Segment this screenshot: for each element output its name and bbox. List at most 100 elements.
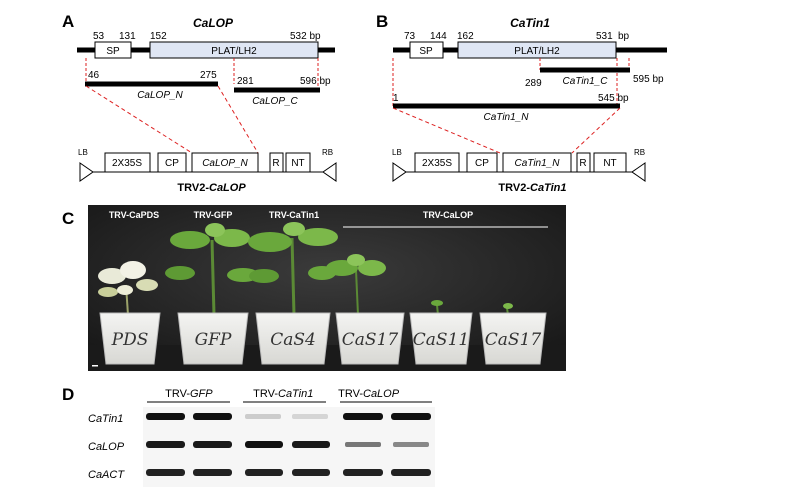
trv2-calop-vector: LB 2X35S CP CaLOP_N R NT RB TRV2- CaLOP xyxy=(78,148,337,194)
calop-sp-label: SP xyxy=(106,46,120,57)
catin1-pos-144: 144 xyxy=(430,31,447,42)
catin1-pos-73: 73 xyxy=(404,31,416,42)
calop-n-end: 275 xyxy=(200,70,217,81)
catin1-vec-35s-label: 2X35S xyxy=(422,158,452,169)
label-trv-capds: TRV-CaPDS xyxy=(109,210,159,220)
catin1-vec-rb: RB xyxy=(634,148,645,157)
calop-vec-cp-label: CP xyxy=(165,158,179,169)
band xyxy=(245,469,283,476)
panel-b: B CaTin1 SP PLAT/LH2 73 144 162 531 bp 2… xyxy=(376,12,667,194)
calop-vec-rb-arrow xyxy=(322,162,337,182)
plant-gfp xyxy=(165,223,259,316)
plant-pds xyxy=(98,261,158,316)
panel-c: C TRV-CaPDS TRV-GFP TRV-CaTin1 TRV-CaLOP xyxy=(62,205,566,371)
catin1-full-start: 1 xyxy=(393,93,399,104)
catin1-pos-531: 531 xyxy=(596,31,613,42)
label-trv-calop: TRV-CaLOP xyxy=(423,210,473,220)
calop-vec-r-label: R xyxy=(272,158,279,169)
catin1-plat-box xyxy=(457,41,617,59)
calop-plat-label: PLAT/LH2 xyxy=(211,46,257,57)
calop-vec-insert-label: CaLOP_N xyxy=(202,158,248,169)
band xyxy=(292,469,330,476)
panel-d-letter: D xyxy=(62,385,74,404)
gel-head-calop-prefix: TRV- xyxy=(338,388,363,400)
catin1-vec-lb: LB xyxy=(392,148,402,157)
calop-pos-131: 131 xyxy=(119,31,136,42)
calop-n-start: 46 xyxy=(88,70,100,81)
gel-head-gfp-gene: GFP xyxy=(190,388,213,400)
calop-vec-lb-arrow xyxy=(79,162,94,182)
catin1-sp-box xyxy=(409,41,444,59)
band xyxy=(193,469,232,476)
band xyxy=(292,441,330,448)
pot-4-label: CaS17 xyxy=(342,330,399,350)
gel-head-gfp-prefix: TRV- xyxy=(165,388,190,400)
band xyxy=(343,413,383,420)
catin1-link-left xyxy=(392,107,501,154)
calop-vec-cp xyxy=(157,152,187,173)
calop-pos-532: 532 bp xyxy=(290,31,321,42)
label-trv-catin1: TRV-CaTin1 xyxy=(269,210,319,220)
catin1-sp-label: SP xyxy=(419,46,433,57)
catin1-vec-nt xyxy=(593,152,627,173)
calop-c-start: 281 xyxy=(237,76,254,87)
calop-vec-35s-label: 2X35S xyxy=(112,158,142,169)
plant-calop-1 xyxy=(326,254,386,316)
catin1-vec-lb-arrow xyxy=(392,162,407,182)
catin1-c-end: 595 bp xyxy=(633,74,664,85)
catin1-vec-r-label: R xyxy=(579,158,586,169)
calop-vec-insert xyxy=(191,152,259,173)
gel-head-catin1-gene: CaTin1 xyxy=(278,388,313,400)
catin1-vec-nt-label: NT xyxy=(603,158,616,169)
pot-2: GFP xyxy=(177,312,249,365)
pot-4: CaS17 xyxy=(335,312,405,365)
panel-d: D TRV- GFP TRV- CaTin1 TRV- CaLOP CaTin1… xyxy=(62,385,435,487)
gel-head-calop-gene: CaLOP xyxy=(363,388,400,400)
band xyxy=(146,441,185,448)
band xyxy=(345,442,381,447)
band xyxy=(343,469,383,476)
calop-vec-name-gene: CaLOP xyxy=(209,182,246,194)
catin1-vec-insert xyxy=(502,152,572,173)
catin1-c-start: 289 xyxy=(525,78,542,89)
band xyxy=(193,413,232,420)
calop-pos-53: 53 xyxy=(93,31,105,42)
calop-vec-35s xyxy=(104,152,151,173)
pot-1-label: PDS xyxy=(111,330,149,350)
panel-a-gene-title: CaLOP xyxy=(193,16,234,30)
trv2-catin1-vector: LB 2X35S CP CaTin1_N R NT RB TRV2- CaTin… xyxy=(392,148,646,194)
catin1-vec-cp xyxy=(466,152,498,173)
calop-vec-r xyxy=(269,152,284,173)
calop-pos-152: 152 xyxy=(150,31,167,42)
band xyxy=(245,441,283,448)
calop-sp-box xyxy=(94,41,132,59)
pot-3: CaS4 xyxy=(255,312,331,365)
catin1-vec-name-gene: CaTin1 xyxy=(530,182,566,194)
catin1-vec-35s xyxy=(414,152,460,173)
pot-6-label: CaS17 xyxy=(485,330,542,350)
catin1-plat-label: PLAT/LH2 xyxy=(514,46,560,57)
calop-vec-name-prefix: TRV2- xyxy=(177,182,209,194)
catin1-full-end: 545 bp xyxy=(598,93,629,104)
catin1-pos-bp: bp xyxy=(618,31,630,42)
band xyxy=(391,469,431,476)
panel-a: A CaLOP SP PLAT/LH2 53 131 152 532 bp 46… xyxy=(62,12,337,194)
catin1-vec-cp-label: CP xyxy=(475,158,489,169)
scale-bar xyxy=(92,365,98,367)
band xyxy=(393,442,429,447)
calop-c-end: 596 bp xyxy=(300,76,331,87)
catin1-vec-insert-label: CaTin1_N xyxy=(515,158,561,169)
catin1-vec-rb-arrow xyxy=(631,162,646,182)
pot-1: PDS xyxy=(99,312,161,365)
catin1-vec-name-prefix: TRV2- xyxy=(498,182,530,194)
label-trv-gfp: TRV-GFP xyxy=(194,210,233,220)
catin1-link-right xyxy=(571,107,621,154)
panel-b-letter: B xyxy=(376,12,388,31)
pot-2-label: GFP xyxy=(195,330,232,350)
band xyxy=(146,413,185,420)
panel-b-gene-title: CaTin1 xyxy=(510,16,550,30)
calop-vec-lb: LB xyxy=(78,148,88,157)
pot-5: CaS11 xyxy=(409,312,473,365)
gel-row-caact: CaACT xyxy=(88,469,125,481)
